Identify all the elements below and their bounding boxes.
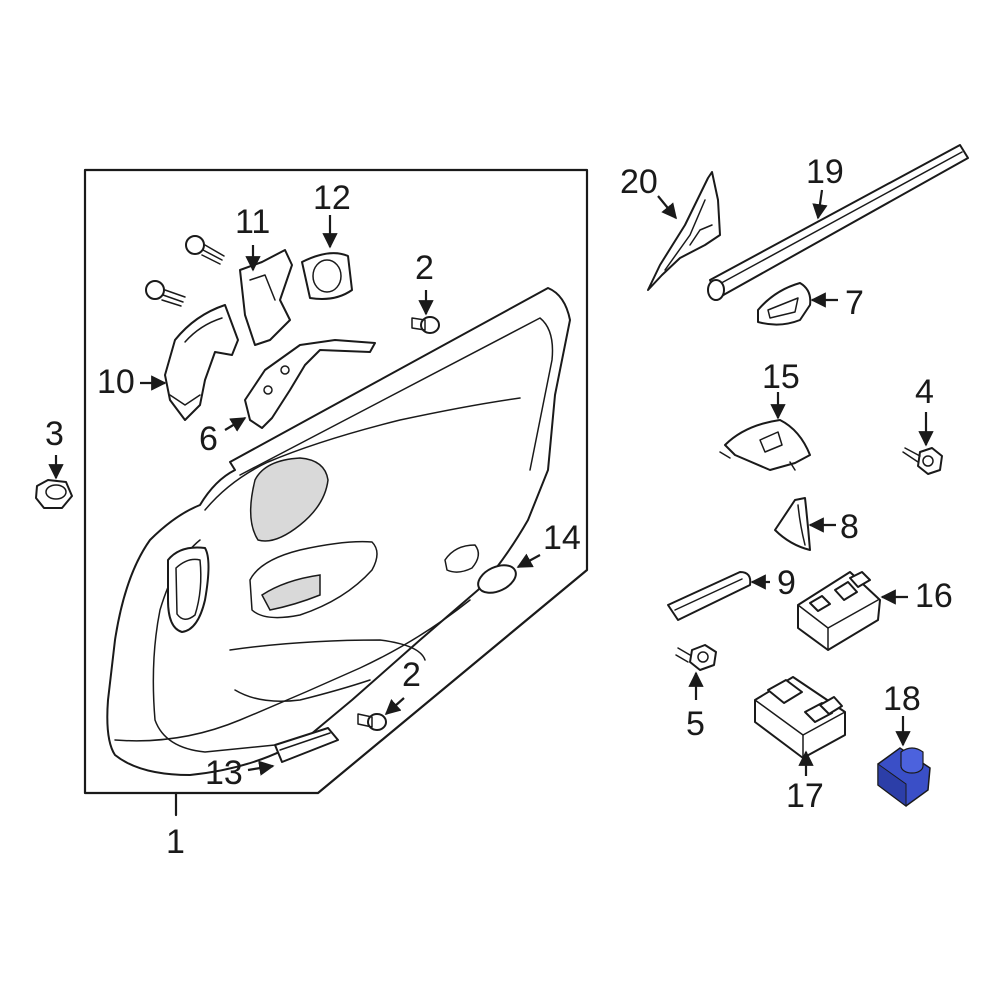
callout-19: 19 (806, 153, 844, 191)
part-9-strip (667, 571, 752, 621)
part-4-bolt (902, 447, 943, 475)
callout-arrows (48, 189, 934, 776)
part-2-clip-upper (411, 316, 440, 334)
part-10-bracket (164, 304, 239, 421)
part-11-bracket (239, 249, 293, 346)
callout-17: 17 (786, 777, 824, 815)
callout-2-upper: 2 (415, 249, 434, 287)
callout-labels: 1 2 2 3 4 5 6 7 8 9 10 11 12 13 14 15 16… (45, 153, 953, 861)
callout-20: 20 (620, 163, 658, 201)
callout-18: 18 (883, 680, 921, 718)
part-18-clip-highlighted (877, 747, 931, 807)
callout-6: 6 (199, 420, 218, 458)
screw-upper (185, 235, 225, 265)
assembly-frame (83, 168, 589, 795)
callout-13: 13 (205, 754, 243, 792)
callout-5: 5 (686, 705, 705, 743)
part-12-ring (301, 252, 353, 300)
part-7-mirror-cover (757, 282, 812, 326)
part-6-bracket (244, 339, 376, 429)
part-5-bolt (675, 644, 717, 671)
callout-15: 15 (762, 358, 800, 396)
callout-8: 8 (840, 508, 859, 546)
part-20-mirror-trim (647, 171, 721, 291)
callout-9: 9 (777, 564, 796, 602)
callout-7: 7 (845, 284, 864, 322)
part-16-switch (797, 571, 881, 651)
part-19-weatherstrip (707, 144, 969, 301)
callout-16: 16 (915, 577, 953, 615)
callout-11: 11 (235, 203, 270, 241)
callout-3: 3 (45, 415, 64, 453)
part-8-trim (774, 497, 811, 551)
screw-lower (145, 280, 186, 307)
part-13-strip (274, 727, 339, 763)
callout-14: 14 (543, 519, 581, 557)
part-15-bezel (719, 419, 811, 471)
callout-12: 12 (313, 179, 351, 217)
callout-1: 1 (166, 823, 185, 861)
callout-4: 4 (915, 373, 934, 411)
callout-2-lower: 2 (402, 656, 421, 694)
part-17-switch (754, 676, 846, 759)
part-3-nut (35, 479, 73, 509)
door-trim-panel (106, 287, 571, 776)
callout-10: 10 (97, 363, 135, 401)
part-2-clip-lower (357, 713, 387, 731)
part-14-button (477, 564, 517, 594)
